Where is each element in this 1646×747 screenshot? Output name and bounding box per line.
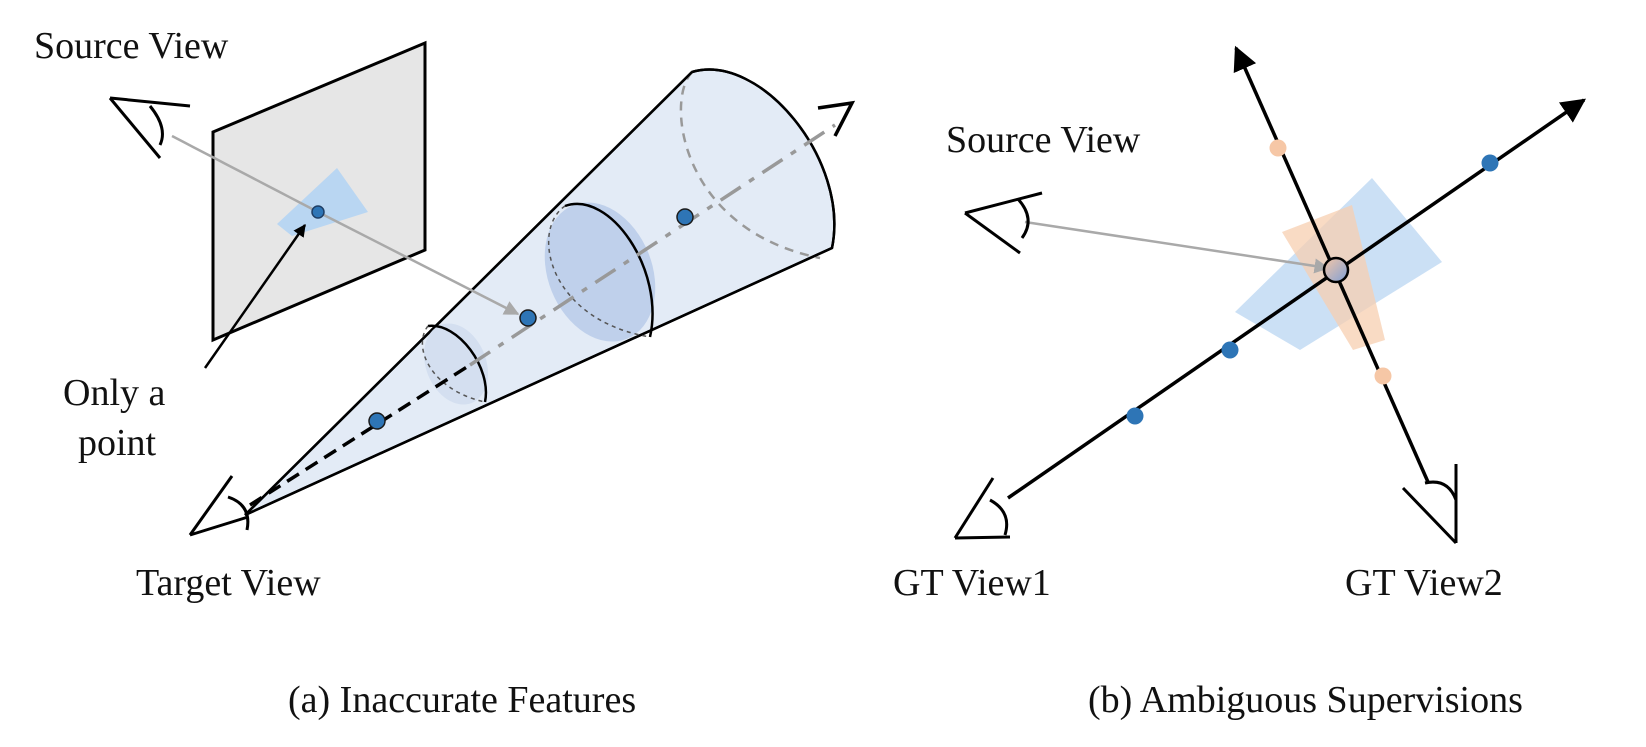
panel-a: Source View Only a point Target View (a)… [34, 25, 856, 721]
gt1-point-1 [1126, 407, 1144, 425]
intersection-point [1322, 256, 1350, 284]
source-view-label-b: Source View [946, 119, 1141, 161]
gt2-point-1 [1269, 139, 1287, 157]
source-view-label: Source View [34, 25, 229, 67]
cone-point-1 [368, 412, 386, 430]
source-ray-b [1024, 220, 1330, 274]
gt-view1-label: GT View1 [893, 562, 1051, 604]
target-view-eye-icon [188, 475, 250, 537]
source-ray [171, 134, 319, 214]
image-plane-patch [277, 168, 368, 236]
source-view-eye-icon [108, 96, 191, 159]
caption-b: (b) Ambiguous Supervisions [1088, 679, 1523, 721]
cone-point-2 [519, 309, 537, 327]
gt1-point-3 [1481, 154, 1499, 172]
cone-point-3 [676, 208, 694, 226]
panel-b: Source View GT View1 GT View2 (b) Ambigu… [893, 45, 1587, 721]
target-view-label: Target View [136, 562, 321, 604]
annotation-arrow [203, 223, 307, 369]
gt-view1-eye-icon [953, 477, 1011, 540]
projection-ray [317, 210, 520, 316]
gt-view2-label: GT View2 [1345, 562, 1503, 604]
plane-point [311, 205, 325, 219]
cone-section-middle [544, 202, 656, 342]
annotation-line1: Only a [63, 372, 166, 414]
annotation-line2: point [78, 422, 157, 464]
gt-view2-eye-icon [1401, 464, 1458, 545]
target-ray-arrowhead [817, 100, 856, 137]
gt2-point-2 [1374, 367, 1392, 385]
source-view-eye-icon-b [964, 191, 1043, 255]
gt1-point-2 [1221, 341, 1239, 359]
caption-a: (a) Inaccurate Features [288, 679, 636, 721]
